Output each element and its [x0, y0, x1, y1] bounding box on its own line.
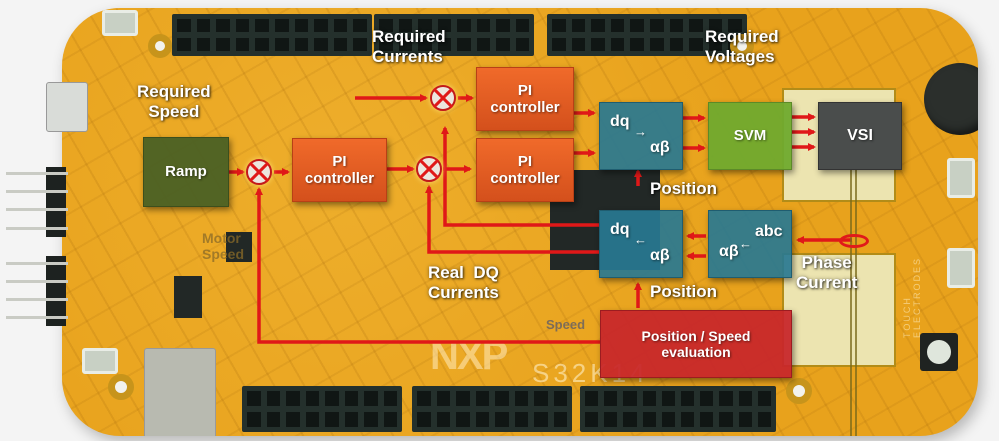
vsi-block[interactable]: VSI — [818, 102, 902, 170]
pi-controller-d[interactable]: PI controller — [476, 67, 574, 131]
ic-chip — [226, 232, 252, 262]
mounting-hole — [148, 34, 172, 58]
pin — [6, 172, 68, 175]
pin — [6, 190, 68, 193]
ramp-block[interactable]: Ramp — [143, 137, 229, 207]
sum-junction-d — [430, 85, 456, 111]
pi-controller-q[interactable]: PI controller — [476, 138, 574, 202]
position-label-bottom: Position — [650, 282, 718, 301]
touch-electrodes-silkscreen: TOUCH ELECTRODES — [902, 256, 922, 338]
header-bottom-mid — [412, 386, 572, 432]
header-top-right — [547, 14, 747, 56]
pin — [6, 280, 68, 283]
arrow-right-icon: → — [634, 124, 647, 139]
micro-usb-port — [46, 82, 88, 132]
transform-from-label: dq — [610, 113, 630, 130]
evaluation-line-1: Position / Speed — [641, 327, 751, 344]
inverse-park-transform-block[interactable]: dq → αβ — [599, 102, 683, 170]
potentiometer[interactable] — [924, 63, 978, 135]
pin — [6, 316, 68, 319]
pi-label: PI — [517, 81, 533, 99]
pi-label: PI — [517, 152, 533, 170]
push-button-sw3[interactable] — [947, 248, 975, 288]
header-top-left — [172, 14, 372, 56]
pin-header-left-bottom — [46, 256, 66, 326]
arrow-left-icon: ← — [739, 236, 752, 251]
clarke-transform-block[interactable]: abc ← αβ — [708, 210, 792, 278]
controller-label: controller — [490, 170, 560, 187]
controller-label: controller — [304, 170, 375, 187]
mounting-hole — [108, 374, 134, 400]
pin — [6, 208, 68, 211]
arrow-left-icon: ← — [634, 232, 647, 247]
current-sensor-ring — [839, 234, 869, 248]
pin-header-left-top — [46, 167, 66, 237]
ramp-label: Ramp — [165, 163, 207, 181]
push-button-sw9[interactable] — [82, 348, 118, 374]
pin — [6, 298, 68, 301]
header-bottom-right — [580, 386, 776, 432]
power-jack — [144, 348, 216, 436]
rgb-led — [920, 333, 958, 371]
evaluation-line-2: evaluation — [661, 344, 731, 360]
pin — [6, 227, 68, 230]
transform-to-label: dq — [610, 221, 630, 238]
position-speed-evaluation-block[interactable]: Position / Speed evaluation — [600, 310, 792, 378]
transform-to-label: αβ — [650, 139, 670, 156]
transform-to-label: αβ — [719, 243, 739, 260]
controller-label: controller — [490, 99, 560, 116]
svm-block[interactable]: SVM — [708, 102, 792, 170]
nxp-logo: NXP — [430, 334, 508, 378]
pi-label: PI — [332, 152, 347, 170]
sum-junction-speed — [246, 159, 272, 185]
pin — [6, 262, 68, 265]
vsi-label: VSI — [847, 126, 873, 144]
push-button-sw2[interactable] — [947, 158, 975, 198]
sum-junction-q — [416, 156, 442, 182]
pi-controller-speed[interactable]: PI controller — [292, 138, 387, 202]
transform-from-label: abc — [755, 223, 783, 240]
position-label-top: Position — [650, 179, 718, 198]
touch-electrode — [782, 253, 896, 367]
ic-chip — [174, 276, 202, 318]
mounting-hole — [730, 34, 754, 58]
mounting-hole — [786, 378, 812, 404]
header-top-mid — [374, 14, 534, 56]
park-transform-block[interactable]: dq ← αβ — [599, 210, 683, 278]
reset-button[interactable] — [102, 10, 138, 36]
speed-feedback-label: Speed — [546, 317, 586, 332]
header-bottom-left — [242, 386, 402, 432]
transform-from-label: αβ — [650, 247, 670, 264]
svm-label: SVM — [733, 127, 767, 145]
